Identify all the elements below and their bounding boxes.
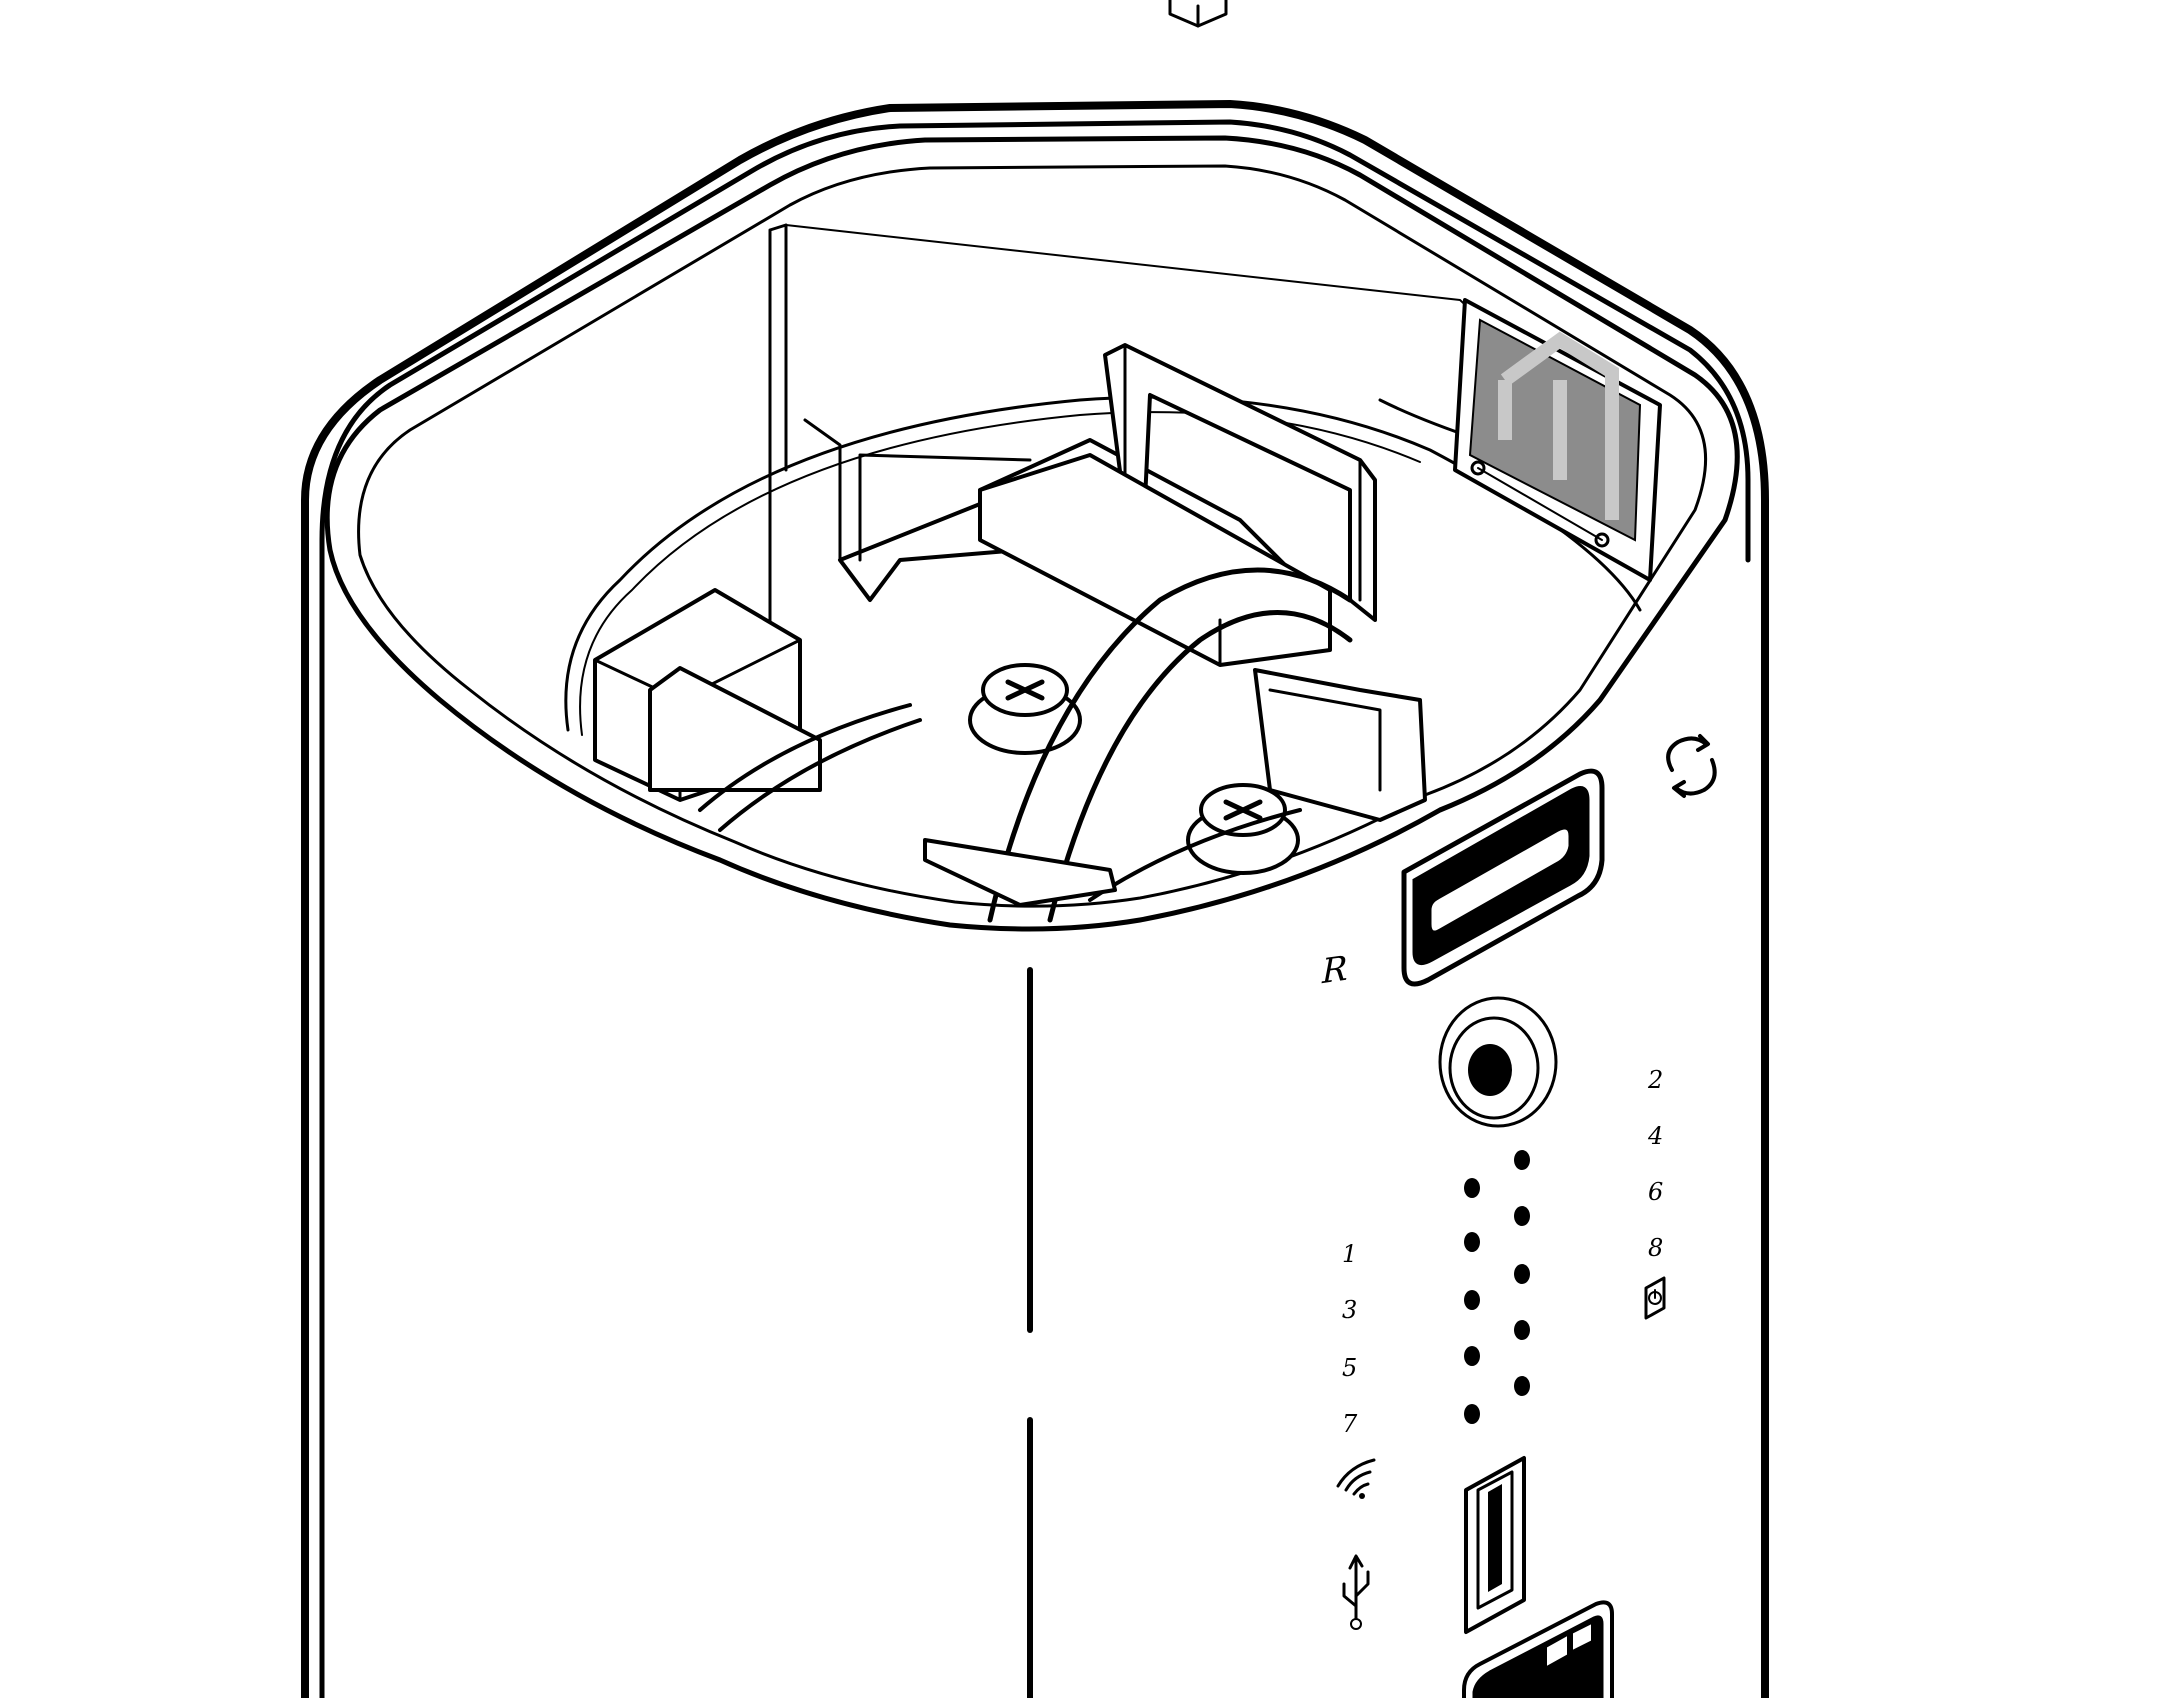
usb-icon [1342, 1554, 1370, 1630]
port-label-7: 7 [1342, 1410, 1358, 1438]
internal-bar [978, 453, 1332, 667]
reset-button[interactable] [1438, 996, 1558, 1128]
port-label-5: 5 [1342, 1354, 1357, 1382]
antenna-board [1453, 298, 1662, 582]
power-icon [1644, 1276, 1666, 1320]
led-grid [1464, 1150, 1530, 1424]
port-label-3: 3 [1342, 1296, 1357, 1324]
reset-label: R [1321, 949, 1348, 993]
internal-connector [1253, 668, 1427, 822]
ethernet-port-icon[interactable] [1462, 1600, 1614, 1700]
wifi-icon [1336, 1458, 1376, 1499]
internal-block [593, 588, 822, 802]
port-label-1: 1 [1342, 1240, 1357, 1268]
sync-icon [1666, 734, 1717, 798]
screw-2 [1186, 783, 1300, 875]
top-cube-fragment [1168, 0, 1228, 28]
port-label-4: 4 [1647, 1122, 1663, 1150]
port-label-6: 6 [1648, 1178, 1663, 1206]
screw-1 [968, 663, 1082, 755]
port-label-8: 8 [1648, 1234, 1663, 1262]
usb-a-port[interactable] [1464, 1456, 1526, 1634]
front-panel: R 1 3 5 7 2 4 6 8 [1321, 734, 1717, 1700]
port-label-2: 2 [1647, 1066, 1663, 1094]
usb-c-port[interactable] [1401, 768, 1605, 987]
interior-parts [564, 223, 1662, 923]
